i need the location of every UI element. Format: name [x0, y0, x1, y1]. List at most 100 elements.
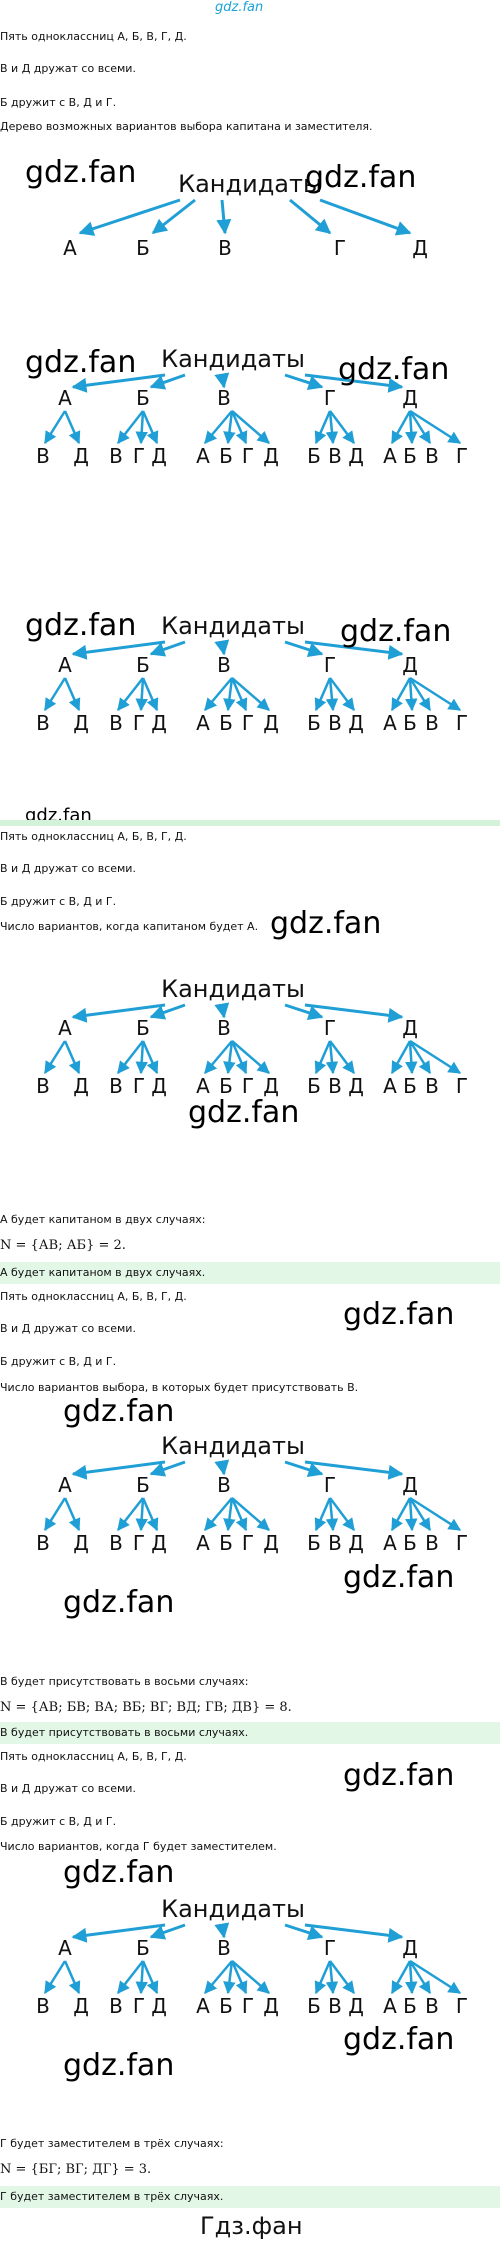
tree-arrow [325, 1040, 339, 1075]
tree-arrow [43, 410, 67, 445]
tree-arrow [223, 1497, 236, 1532]
condition-line-2: В и Д дружат со всеми. [0, 62, 136, 75]
deputy-label: В [36, 444, 50, 468]
tree-arrow [135, 1040, 148, 1075]
deputy-label: Б [403, 711, 417, 735]
candidate-label: Г [324, 386, 336, 410]
tree-arrow [135, 1497, 148, 1532]
top-watermark: gdz.fan [215, 0, 264, 15]
tree-arrow [204, 410, 233, 444]
deputy-label: В [425, 1074, 439, 1098]
tree-arrow [314, 1497, 332, 1532]
tree-root-label: Кандидаты [161, 975, 305, 1003]
tree-arrow [325, 677, 339, 712]
tree-arrow [284, 1460, 324, 1477]
deputy-label: А [196, 1994, 210, 2018]
deputy-label: А [383, 1531, 397, 1555]
deputy-label: Б [403, 1531, 417, 1555]
part-b-question: Число вариантов, когда капитаном будет А… [0, 920, 259, 933]
tree-arrow [117, 1960, 144, 1994]
candidate-label: В [218, 236, 232, 260]
tree-root-label: Кандидаты [161, 612, 305, 640]
candidate-label: Г [324, 1936, 336, 1960]
deputy-label: Д [348, 1531, 364, 1555]
deputy-label: Г [133, 711, 145, 735]
deputy-label: В [328, 1531, 342, 1555]
deputy-label: Г [456, 1994, 468, 2018]
tree-arrow [408, 1497, 432, 1532]
tree-arrow [135, 410, 148, 445]
tree-arrow [43, 1040, 67, 1075]
candidate-label: Б [136, 1473, 150, 1497]
tree-arrow [214, 1002, 230, 1019]
tree-arrow [141, 677, 159, 712]
watermark: gdz.fan [338, 352, 450, 387]
tree-arrow [284, 1003, 324, 1020]
deputy-label: Г [242, 444, 254, 468]
tree-arrow [325, 410, 339, 445]
deputy-label: В [109, 444, 123, 468]
watermark: gdz.fan [63, 1855, 175, 1890]
candidate-label: В [217, 1936, 231, 1960]
candidate-label: А [58, 386, 72, 410]
tree-arrow [390, 677, 412, 712]
tree-arrow [117, 677, 144, 711]
part-c-statement: В будет присутствовать в восьми случаях: [0, 1675, 249, 1688]
tree-root-label: Кандидаты [161, 1432, 305, 1460]
deputy-label: В [425, 711, 439, 735]
candidate-label: Г [324, 653, 336, 677]
tree-arrow [304, 1460, 404, 1480]
tree-arrow [149, 640, 186, 657]
deputy-label: Д [263, 444, 279, 468]
deputy-label: Г [242, 1074, 254, 1098]
watermark: gdz.fan [343, 1560, 455, 1595]
tree-arrow [216, 199, 232, 235]
tree-arrow [408, 677, 432, 712]
deputy-label: Б [307, 444, 321, 468]
deputy-label: Г [456, 444, 468, 468]
deputy-label: Б [403, 444, 417, 468]
tree-arrow [214, 372, 230, 389]
watermark: gdz.fan [63, 2048, 175, 2083]
deputy-label: Г [242, 1994, 254, 2018]
deputy-label: Д [73, 444, 89, 468]
tree-arrow [405, 1960, 418, 1995]
tree-arrow [135, 1960, 148, 1995]
deputy-label: Б [219, 1531, 233, 1555]
tree-arrow [405, 677, 418, 712]
deputy-label: Д [263, 1074, 279, 1098]
tree-arrow [284, 1923, 324, 1940]
tree-arrow [204, 1960, 233, 1994]
tree-arrow [230, 1497, 248, 1532]
tree-arrow [329, 410, 355, 444]
deputy-label: Г [242, 711, 254, 735]
condition-line-3: Б дружит с В, Д и Г. [0, 1355, 117, 1368]
part-b-statement: А будет капитаном в двух случаях: [0, 1213, 206, 1226]
deputy-label: Д [151, 1531, 167, 1555]
tree-arrow [230, 410, 248, 445]
tree-arrow [149, 1003, 186, 1020]
tree-arrow [329, 1497, 355, 1531]
part-d-statement: Г будет заместителем в трёх случаях: [0, 2137, 224, 2150]
condition-line-2: В и Д дружат со всеми. [0, 1782, 136, 1795]
part-b-answer: А будет капитаном в двух случаях. [0, 1266, 206, 1279]
deputy-label: Б [219, 1074, 233, 1098]
tree-arrow [230, 677, 248, 712]
tree-arrow [409, 409, 462, 445]
answer-highlight [0, 2186, 500, 2208]
deputy-label: Д [263, 711, 279, 735]
tree-arrow [329, 1040, 355, 1074]
candidate-label: А [58, 653, 72, 677]
tree-arrow [408, 1040, 432, 1075]
tree-arrow [390, 1960, 412, 1995]
deputy-label: Д [151, 711, 167, 735]
tree-root-label: Кандидаты [161, 1895, 305, 1923]
tree-arrow [78, 198, 181, 236]
candidate-label: Б [136, 1936, 150, 1960]
deputy-label: Б [403, 1994, 417, 2018]
deputy-label: А [383, 1074, 397, 1098]
